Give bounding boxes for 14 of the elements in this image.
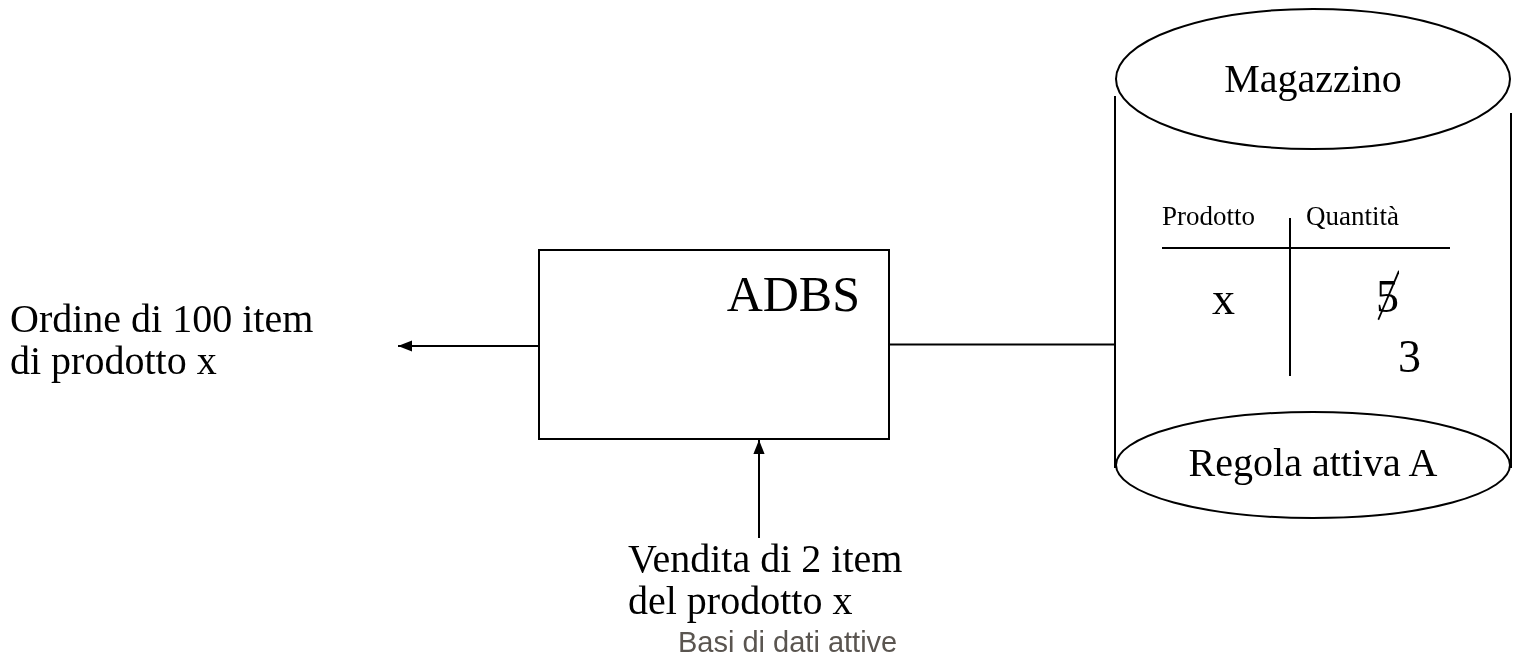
database-cylinder bbox=[1114, 8, 1512, 520]
caption: Basi di dati attive bbox=[678, 625, 898, 660]
column-header: Quantità bbox=[1306, 200, 1399, 233]
cylinder-label: Magazzino bbox=[1223, 55, 1403, 103]
column-header: Prodotto bbox=[1162, 200, 1255, 233]
process-box: ADBS bbox=[538, 249, 890, 440]
arrow bbox=[753, 439, 765, 539]
table-value: 3 bbox=[1398, 330, 1421, 384]
text-label: Vendita di 2 item del prodotto x bbox=[628, 538, 948, 624]
cylinder-label: Regola attiva A bbox=[1187, 439, 1439, 487]
table-value: x bbox=[1212, 272, 1235, 326]
arrow bbox=[397, 340, 539, 352]
text-label: Ordine di 100 item di prodotto x bbox=[10, 298, 398, 394]
connector-line bbox=[889, 343, 1115, 346]
